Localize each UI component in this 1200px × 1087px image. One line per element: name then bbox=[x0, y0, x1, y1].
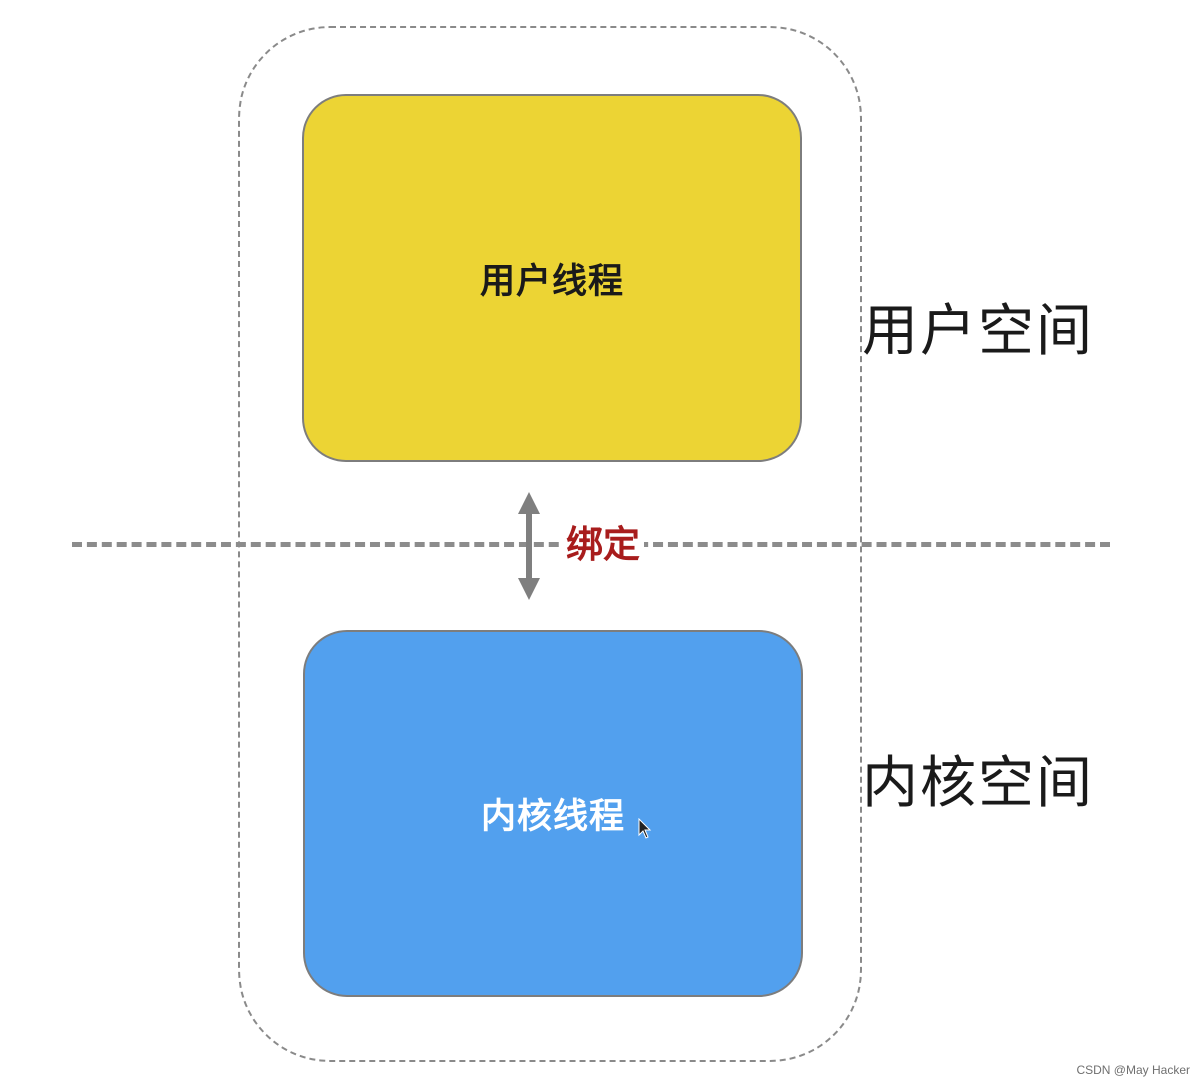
kernel-thread-box: 内核线程 bbox=[303, 630, 803, 997]
user-thread-label: 用户线程 bbox=[479, 261, 624, 302]
double-arrow-icon bbox=[518, 492, 540, 600]
mouse-pointer-icon bbox=[638, 818, 652, 839]
user-thread-box: 用户线程 bbox=[302, 94, 802, 462]
kernel-thread-label: 内核线程 bbox=[480, 797, 625, 837]
watermark: CSDN @May Hacker bbox=[1076, 1063, 1190, 1077]
binding-label: 绑定 bbox=[562, 522, 644, 568]
kernel-space-label: 内核空间 bbox=[862, 751, 1094, 816]
user-space-label: 用户空间 bbox=[862, 299, 1094, 364]
